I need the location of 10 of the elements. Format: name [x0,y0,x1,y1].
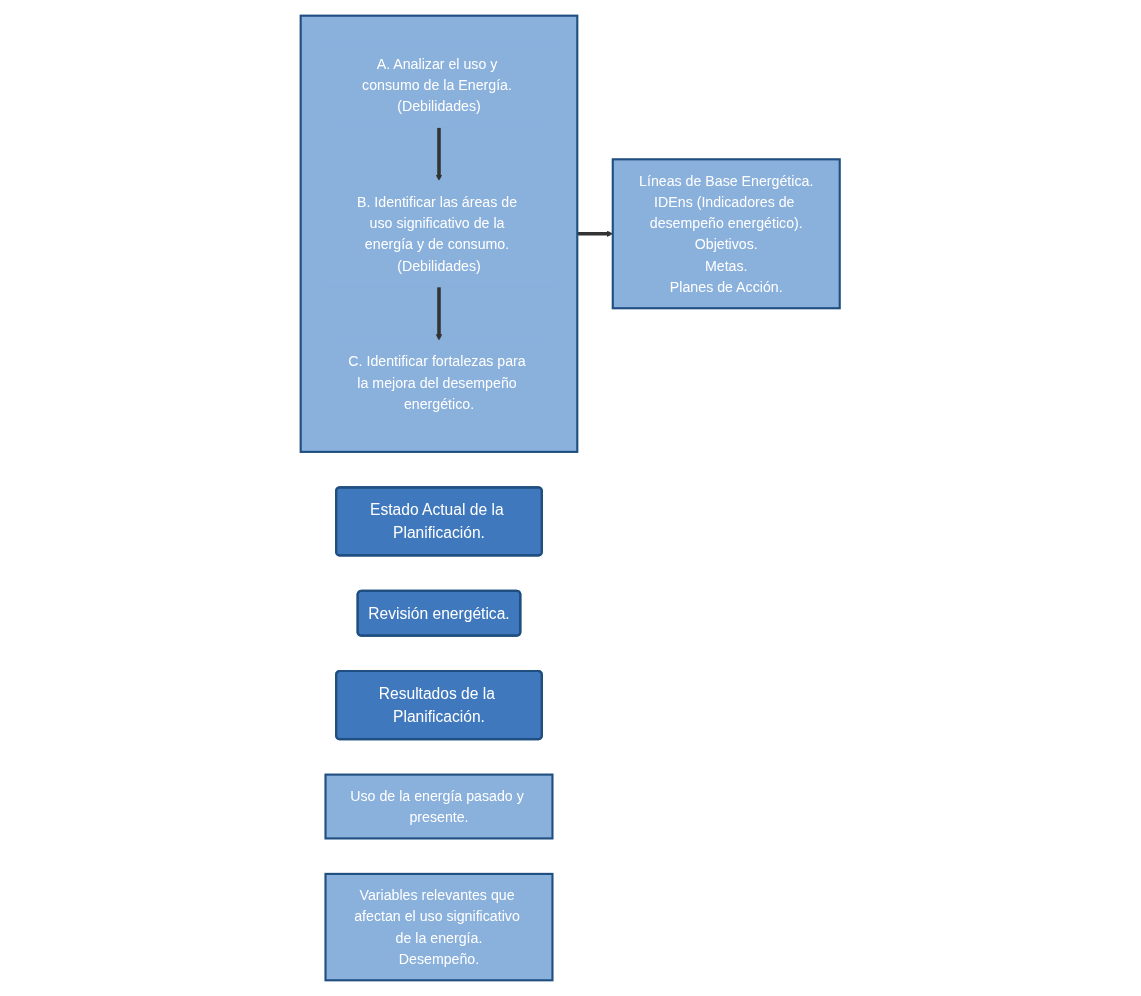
arrow [436,287,443,341]
arrow [577,230,614,237]
node-box: Líneas de Base Energética. IDEns (Indicadores de desempeño energético). Objetivos. Metas. Planes de Acción. [612,158,842,310]
cluster [299,14,579,453]
node-box: Uso de la energía pasado y presente. [324,773,554,840]
node-text: C. Identificar fortalezas para la mejora del desempeño energético. [348,353,527,412]
node-text: A. Analizar el uso y consumo de la Energía. (Debilidades) [362,55,513,114]
arrow [436,127,443,181]
node-text: B. Identificar las áreas de uso significativo de la energía y de consumo. (Debilidades) [357,194,518,274]
node-box: Variables relevantes que afectan el uso significativo de la energía. Desempeño. [324,872,554,982]
